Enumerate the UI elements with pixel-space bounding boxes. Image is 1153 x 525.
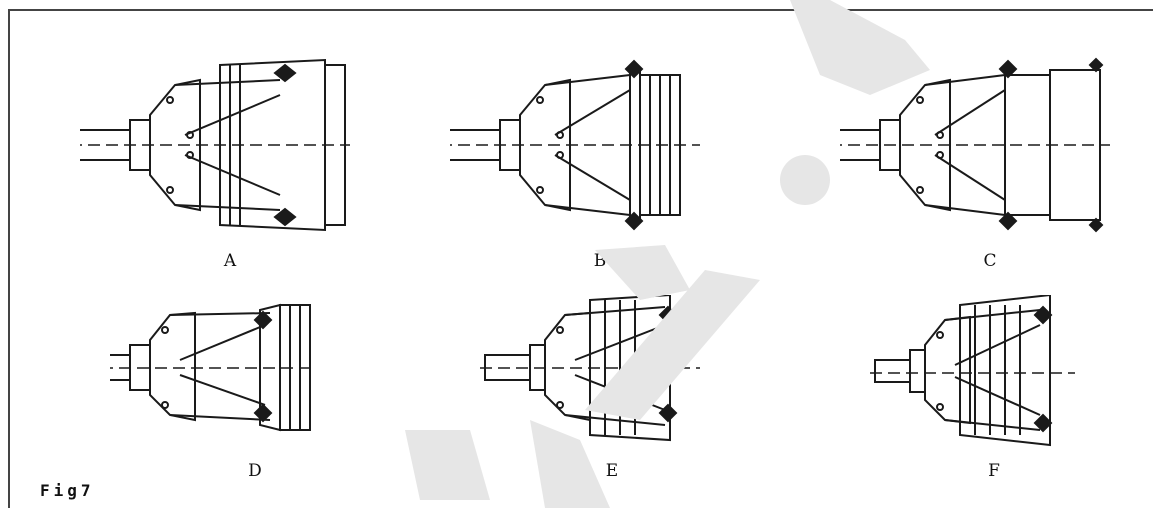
panel-label-d: D [248,461,262,481]
panel-label-a: A [223,251,237,271]
panel-e: E [480,295,780,525]
panel-label-c: C [983,251,997,271]
panel-a: A [80,55,380,285]
wheel-clamp-drawing-c [840,57,1110,233]
wheel-clamp-drawing-d [110,303,315,432]
panel-d: D [110,295,410,525]
frame-left-border [8,9,10,508]
panel-label-e: E [605,461,619,481]
panel-b: B [450,55,750,285]
frame-top-border [8,9,1153,11]
watermark-dot [780,155,830,205]
panel-label-b: B [593,251,607,271]
wheel-clamp-drawing-b [450,59,700,231]
figure-canvas: A B [8,0,1153,508]
figure-caption: Fig7 [40,481,95,500]
panel-f: F [870,295,1153,525]
panel-c: C [840,55,1140,285]
wheel-clamp-drawing-f [870,295,1075,447]
wheel-clamp-drawing-a [80,58,350,232]
panel-label-f: F [988,461,1000,481]
